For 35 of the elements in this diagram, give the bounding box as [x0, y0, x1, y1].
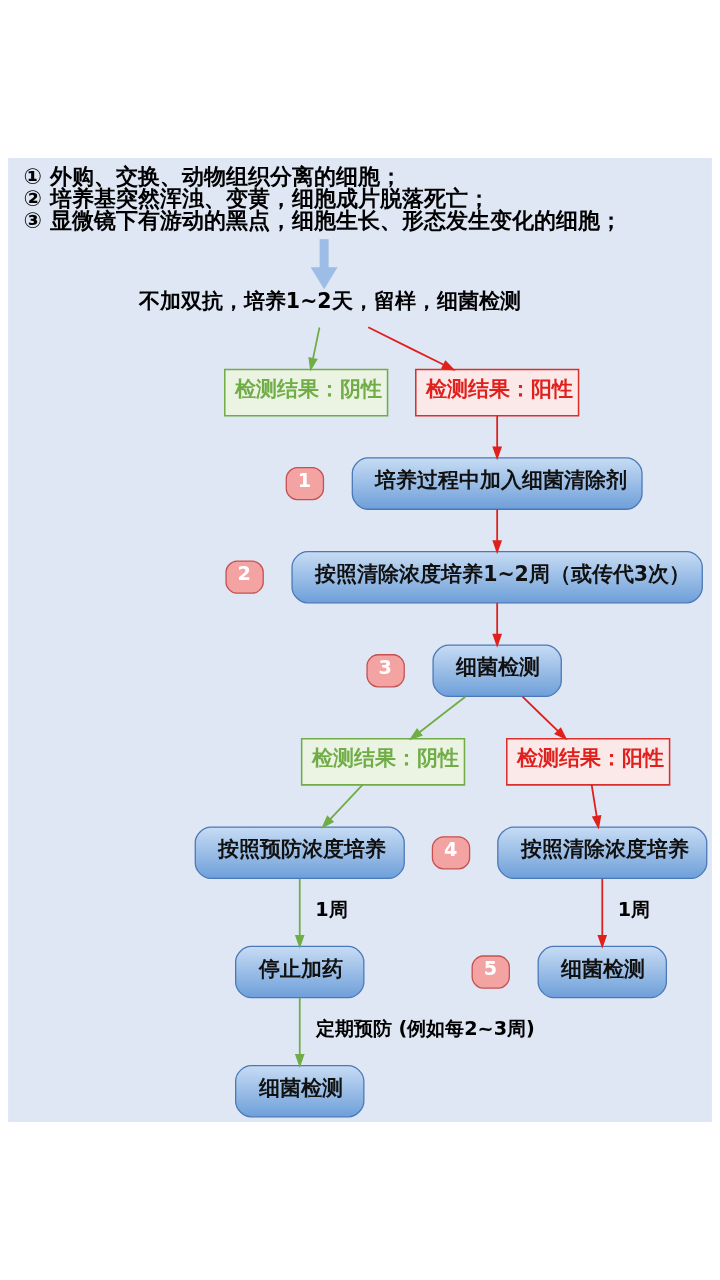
node-box: 细菌检测: [537, 945, 667, 999]
edge-label: 定期预防 (例如每2~3周): [315, 1017, 535, 1041]
node-box: 按照清除浓度培养: [497, 826, 708, 880]
node-box: 培养过程中加入细菌清除剂: [351, 457, 643, 510]
node-box: 2: [225, 560, 264, 594]
arrow: [521, 695, 568, 741]
arrow: [492, 414, 502, 461]
edge-label: 1周: [617, 898, 651, 922]
arrow: [492, 508, 502, 555]
arrow: [409, 695, 467, 741]
node-box: 检测结果：阴性: [300, 737, 466, 786]
node-box: 细菌检测: [432, 644, 562, 698]
arrow: [590, 784, 602, 830]
arrow: [492, 601, 502, 648]
node-box: 4: [431, 836, 471, 870]
node-box: 细菌检测: [235, 1064, 365, 1118]
arrow: [308, 326, 321, 372]
edge-label: 1周: [315, 898, 348, 922]
node-box: 5: [471, 955, 510, 989]
node-text: 不加双抗，培养1~2天，留样，细菌检测: [138, 288, 521, 313]
arrow: [367, 326, 456, 371]
node-box: 检测结果：阴性: [224, 368, 389, 417]
node-box: 检测结果：阳性: [506, 737, 671, 786]
node-box: 3: [366, 654, 405, 688]
node-text: ① 外购、交换、动物组织分离的细胞； ② 培养基突然浑浊、变黄，细胞成片脱落死亡； ③ 显微镜下有游动的黑点，细胞生长、形态发生变化的细胞；: [23, 164, 622, 233]
arrow: [294, 997, 305, 1068]
node-box: 按照预防浓度培养: [194, 826, 405, 880]
node-box: 1: [285, 466, 325, 501]
node-box: 检测结果：阳性: [415, 368, 580, 417]
arrow: [310, 239, 338, 290]
arrow: [294, 877, 305, 949]
arrow: [321, 784, 364, 829]
node-box: 按照清除浓度培养1~2周（或传代3次）: [291, 550, 703, 604]
arrow: [597, 877, 608, 949]
node-box: 停止加药: [235, 945, 365, 999]
